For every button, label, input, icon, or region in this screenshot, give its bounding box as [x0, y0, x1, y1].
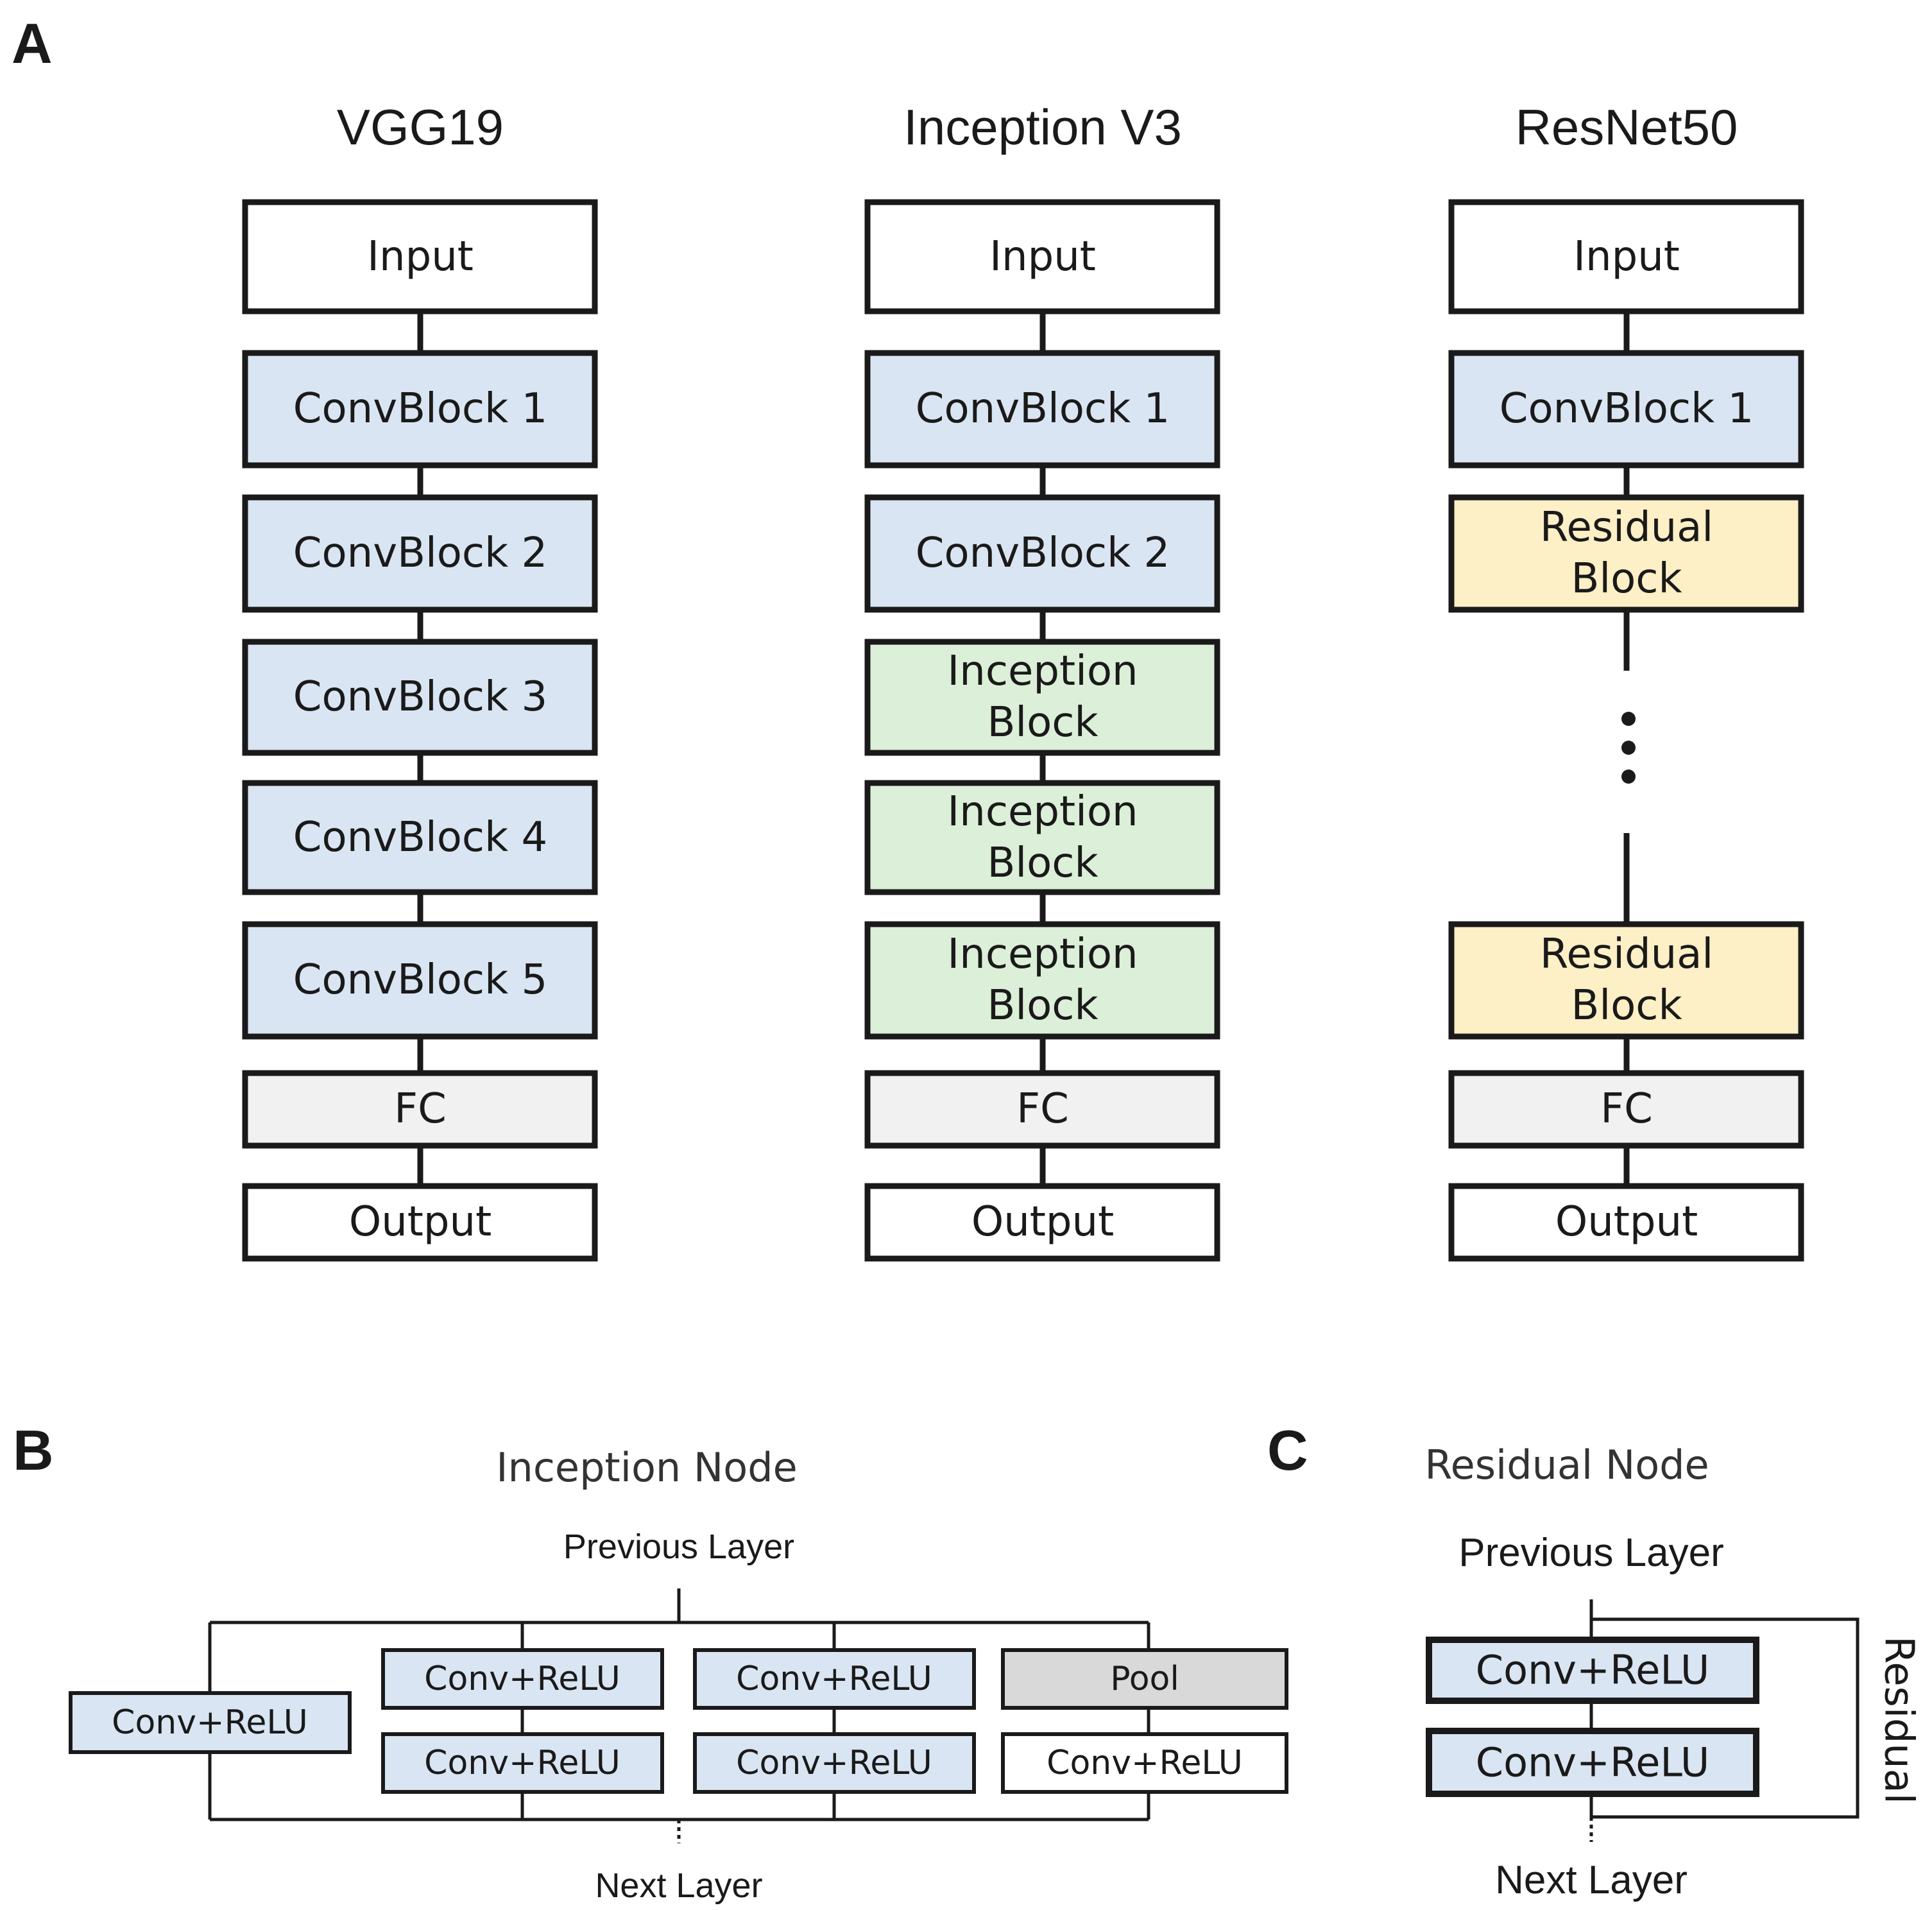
- ellipsis-dots: [1621, 712, 1636, 784]
- resnet50-convblock-1: ConvBlock 1: [1448, 350, 1804, 469]
- vgg19-fc-label: FC: [394, 1085, 447, 1133]
- panel-label-b: B: [13, 1418, 54, 1482]
- inception-v3-convblock-1: ConvBlock 1: [864, 350, 1220, 469]
- residual-skip-label: Residual: [1876, 1636, 1923, 1804]
- residual-conv-block-2: Conv+ReLU: [1426, 1728, 1759, 1797]
- inception-branch-3-conv-2-label: Conv+ReLU: [736, 1744, 932, 1782]
- inception-branch-4-pool-label: Pool: [1110, 1660, 1179, 1698]
- vgg19-convblock-4-label: ConvBlock 4: [293, 814, 547, 861]
- inception-v3-output-label: Output: [971, 1198, 1114, 1246]
- resnet50-output-label: Output: [1555, 1198, 1698, 1246]
- inception-previous-layer-label: Previous Layer: [563, 1527, 794, 1566]
- inception-v3-convblock-2: ConvBlock 2: [864, 494, 1220, 613]
- inception-v3-convblock-2-label: ConvBlock 2: [916, 529, 1170, 577]
- inception-v3-output-block: Output: [864, 1183, 1220, 1262]
- residual-conv-1-label: Conv+ReLU: [1476, 1647, 1709, 1694]
- vgg19-output-block: Output: [242, 1183, 598, 1262]
- vgg19-input-block: Input: [242, 199, 598, 314]
- inception-branch-1-conv-label: Conv+ReLU: [112, 1703, 308, 1742]
- residual-conv-2-label: Conv+ReLU: [1476, 1739, 1709, 1786]
- inception-branch-3: Conv+ReLU Conv+ReLU: [693, 1648, 976, 1794]
- inception-branch-2-conv-1-label: Conv+ReLU: [424, 1660, 620, 1698]
- vgg19-convblock-1: ConvBlock 1: [242, 350, 598, 469]
- inception-v3-convblock-1-label: ConvBlock 1: [916, 385, 1170, 433]
- vgg19-convblock-2: ConvBlock 2: [242, 494, 598, 613]
- vgg19-convblock-3: ConvBlock 3: [242, 639, 598, 756]
- inception-branch-1: Conv+ReLU: [69, 1691, 352, 1754]
- inception-branch-4: Pool Conv+ReLU: [1001, 1648, 1288, 1794]
- inception-v3-fc-label: FC: [1016, 1085, 1069, 1133]
- resnet50-input-label: Input: [1573, 233, 1680, 280]
- residual-conv-block-1: Conv+ReLU: [1426, 1637, 1759, 1704]
- inception-v3-input-label: Input: [989, 233, 1096, 280]
- vgg19-fc-block: FC: [242, 1070, 598, 1149]
- vgg19-convblock-5: ConvBlock 5: [242, 921, 598, 1040]
- vgg19-convblock-5-label: ConvBlock 5: [293, 956, 547, 1004]
- residual-next-layer-label: Next Layer: [1495, 1858, 1688, 1902]
- residual-node-connectors: [1589, 1599, 1859, 1842]
- vgg19-input-label: Input: [367, 233, 474, 280]
- resnet50-convblock-1-label: ConvBlock 1: [1500, 385, 1754, 433]
- inception-branch-2: Conv+ReLU Conv+ReLU: [381, 1648, 664, 1794]
- inception-branch-3-conv-1-label: Conv+ReLU: [736, 1660, 932, 1698]
- inception-v3-input-block: Input: [864, 199, 1220, 314]
- resnet50-fc-block: FC: [1448, 1070, 1804, 1149]
- panel-label-c: C: [1267, 1418, 1308, 1482]
- inception-node-title: Inception Node: [496, 1444, 797, 1491]
- panel-label-a: A: [12, 12, 53, 75]
- vgg19-convblock-3-label: ConvBlock 3: [293, 673, 547, 721]
- residual-previous-layer-label: Previous Layer: [1458, 1531, 1724, 1575]
- inception-branch-2-conv-2-label: Conv+ReLU: [424, 1744, 620, 1782]
- vgg19-convblock-4: ConvBlock 4: [242, 780, 598, 895]
- resnet50-input-block: Input: [1448, 199, 1804, 314]
- vgg19-convblock-1-label: ConvBlock 1: [293, 385, 547, 433]
- vgg19-output-label: Output: [349, 1198, 492, 1246]
- inception-v3-fc-block: FC: [864, 1070, 1220, 1149]
- resnet50-fc-label: FC: [1600, 1085, 1653, 1133]
- vgg19-stack: Input ConvBlock 1 ConvBlock 2 ConvBlock …: [242, 199, 598, 1262]
- resnet50-title: ResNet50: [1516, 99, 1738, 155]
- inception-v3-title: Inception V3: [903, 99, 1182, 155]
- resnet50-output-block: Output: [1448, 1183, 1804, 1262]
- inception-next-layer-label: Next Layer: [595, 1866, 762, 1905]
- inception-node-connectors: [208, 1588, 1150, 1843]
- inception-branch-4-conv-label: Conv+ReLU: [1047, 1744, 1243, 1782]
- vgg19-convblock-2-label: ConvBlock 2: [293, 529, 547, 577]
- residual-node-title: Residual Node: [1424, 1441, 1709, 1488]
- vgg19-title: VGG19: [337, 99, 504, 155]
